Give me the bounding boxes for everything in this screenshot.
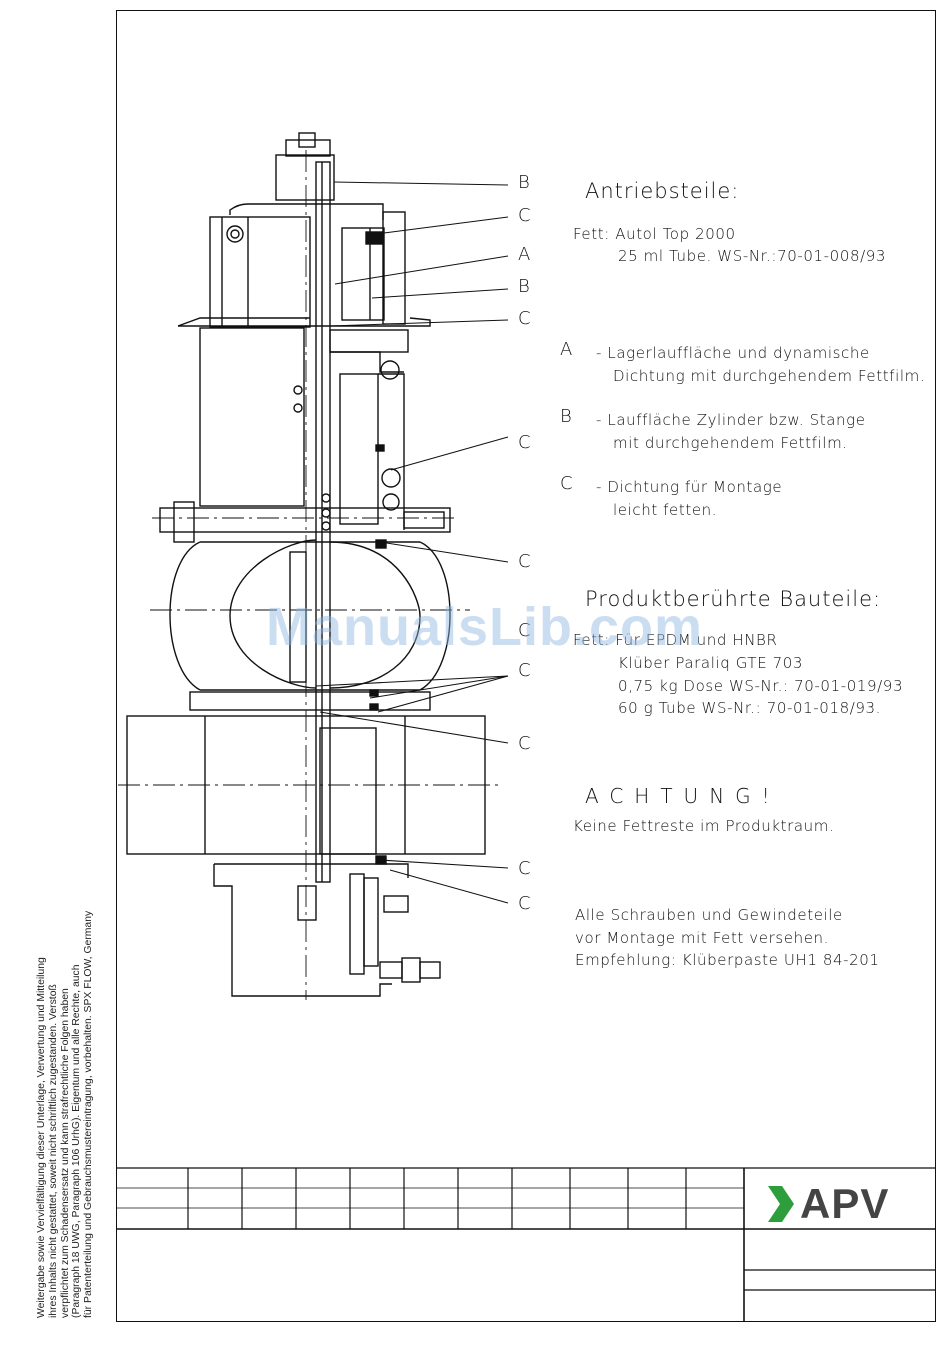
callout-b: B <box>518 172 530 193</box>
callout-c: C <box>518 660 531 681</box>
watermark: ManualsLib.com <box>266 597 704 657</box>
achtung-text: Keine Fettreste im Produktraum. <box>573 817 835 835</box>
legend-b-line2: mit durchgehendem Fettfilm. <box>613 434 848 452</box>
antriebsteile-heading: Antriebsteile: <box>585 179 740 203</box>
legend-c-line2: leicht fetten. <box>613 501 718 519</box>
legend-key-c: C <box>560 473 573 494</box>
callout-b: B <box>518 276 530 297</box>
achtung-heading: ACHTUNG! <box>585 784 781 808</box>
legend-c-line1: - Dichtung für Montage <box>596 478 783 496</box>
apv-logo: APV <box>766 1180 889 1228</box>
callout-c: C <box>518 858 531 879</box>
chevron-logo-icon <box>768 1186 794 1222</box>
antriebsteile-fett: Fett: Autol Top 2000 <box>573 225 736 243</box>
drawing-frame <box>116 10 936 1322</box>
antriebsteile-tube: 25 ml Tube. WS-Nr.:70-01-008/93 <box>618 247 887 265</box>
callout-c: C <box>518 620 531 641</box>
legend-a-line2: Dichtung mit durchgehendem Fettfilm. <box>613 367 926 385</box>
legend-a-line1: - Lagerlauffläche und dynamische <box>596 344 870 362</box>
note-line2: vor Montage mit Fett versehen. <box>575 929 830 947</box>
note-line3: Empfehlung: Klüberpaste UH1 84-201 <box>575 951 880 969</box>
produkt-line1: Fett: Für EPDM und HNBR <box>573 631 778 649</box>
callout-c: C <box>518 308 531 329</box>
produkt-heading: Produktberührte Bauteile: <box>585 587 882 611</box>
legend-b-line1: - Lauffläche Zylinder bzw. Stange <box>596 411 866 429</box>
callout-c: C <box>518 893 531 914</box>
callout-c: C <box>518 205 531 226</box>
produkt-line4: 60 g Tube WS-Nr.: 70-01-018/93. <box>618 699 882 717</box>
produkt-line3: 0,75 kg Dose WS-Nr.: 70-01-019/93 <box>618 677 904 695</box>
produkt-line2: Klüber Paraliq GTE 703 <box>618 654 804 672</box>
note-line1: Alle Schrauben und Gewindeteile <box>575 906 843 924</box>
callout-c: C <box>518 432 531 453</box>
logo-text: APV <box>800 1180 890 1227</box>
callout-c: C <box>518 733 531 754</box>
legend-key-b: B <box>560 406 572 427</box>
legend-key-a: A <box>560 339 573 360</box>
callout-c: C <box>518 551 531 572</box>
callout-a: A <box>518 244 531 265</box>
